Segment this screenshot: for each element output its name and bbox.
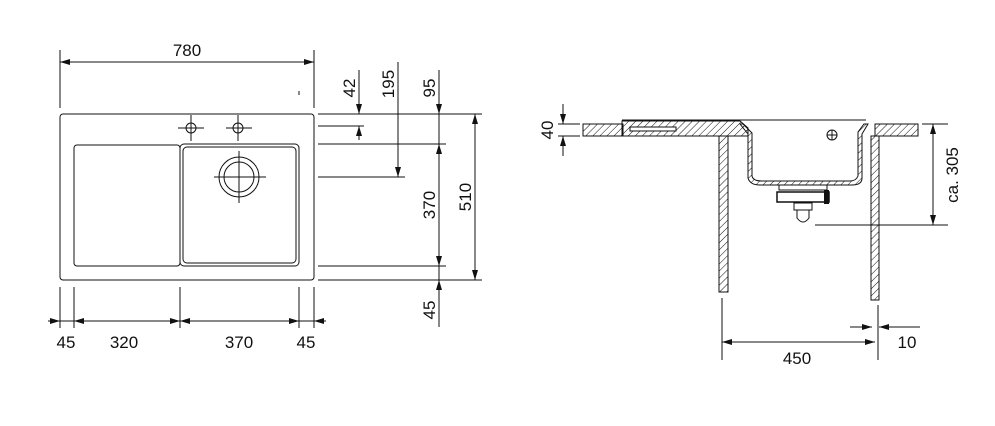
overflow-icon	[826, 129, 838, 141]
drainer-area	[73, 144, 181, 267]
dim-right-margin: 45	[297, 333, 316, 352]
dim-bowl-width: 370	[225, 333, 253, 352]
sink-bowl-section	[738, 123, 869, 186]
plan-view: 780 42 195 95 370 45 510	[48, 41, 482, 352]
tap-hole-icon	[178, 115, 204, 141]
dim-drainer-width: 320	[110, 333, 138, 352]
dim-front-margin: 45	[420, 301, 439, 320]
dim-sink-depth: ca. 305	[943, 147, 962, 203]
section-view: 40 ca. 305 450 10	[538, 104, 962, 368]
worktop-right	[874, 123, 919, 137]
dim-bowl-length: 370	[420, 191, 439, 219]
dim-bowl-offset: 95	[420, 79, 439, 98]
cabinet-wall-right	[870, 135, 880, 301]
dim-worktop-thickness: 40	[538, 121, 557, 140]
sink-outline	[59, 113, 315, 281]
dim-tap-hole-offset: 42	[340, 79, 359, 98]
worktop-left	[582, 123, 624, 137]
dim-left-margin: 45	[57, 333, 76, 352]
drain-trap	[776, 184, 830, 223]
drain-icon	[214, 151, 266, 203]
dim-cabinet-width: 450	[783, 349, 811, 368]
dim-overall-width: 780	[173, 41, 201, 60]
bowl-outer	[179, 143, 300, 267]
cabinet-wall-left	[718, 135, 729, 293]
bowl-inner	[182, 146, 297, 264]
tap-hole-icon	[226, 115, 252, 141]
dim-wall-thickness: 10	[898, 333, 917, 352]
dim-drain-offset: 195	[379, 70, 398, 98]
dim-overall-depth: 510	[456, 183, 475, 211]
